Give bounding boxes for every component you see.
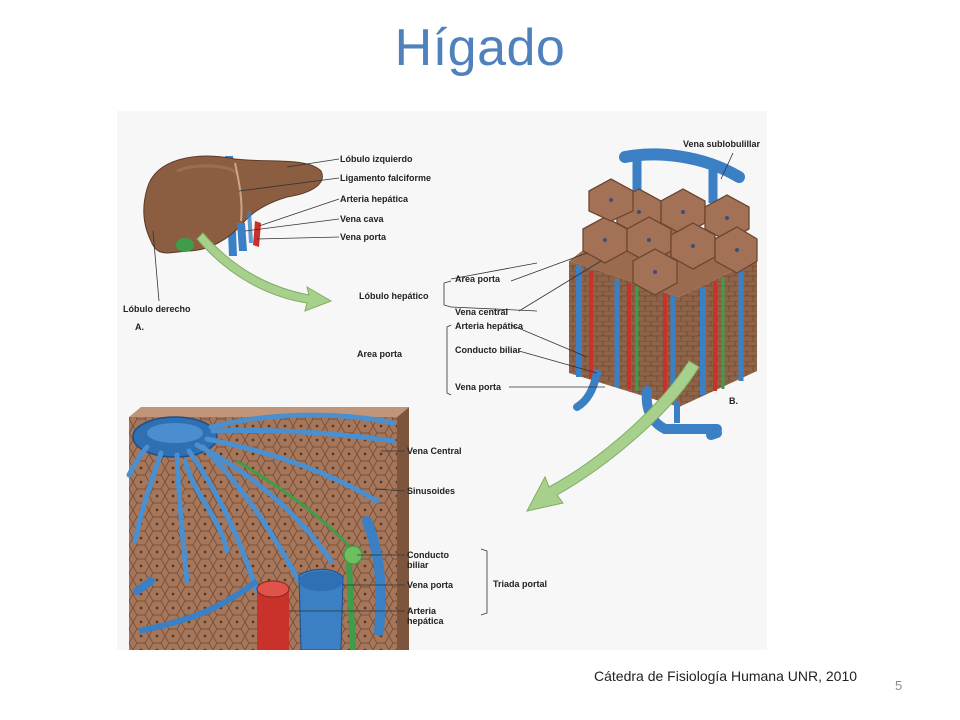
panel-b-letter: B. [729, 396, 738, 406]
label-bile-duct-c-line2: biliar [407, 560, 429, 570]
label-right-lobe: Lóbulo derecho [123, 304, 191, 314]
panel-a-liver [143, 155, 323, 256]
label-central-vein-c: Vena Central [407, 446, 462, 456]
panel-c-section [126, 407, 409, 651]
label-portal-area-top: Area porta [455, 274, 501, 284]
label-sublobular-vein: Vena sublobulillar [683, 139, 761, 149]
label-bile-duct-c-line1: Conducto [407, 550, 449, 560]
panel-c-leaders [289, 450, 488, 616]
label-vena-cava: Vena cava [340, 214, 385, 224]
label-portal-vein-c: Vena porta [407, 580, 454, 590]
label-hepatic-artery-c-line2: hepática [407, 616, 445, 626]
label-portal-vein-b: Vena porta [455, 382, 502, 392]
arrow-a-to-b [196, 232, 333, 312]
label-portal-area: Area porta [357, 349, 403, 359]
label-left-lobe: Lóbulo izquierdo [340, 154, 413, 164]
label-hepatic-artery-a: Arteria hepática [340, 194, 409, 204]
panel-b-leaders [443, 152, 734, 396]
panel-a-letter: A. [135, 322, 144, 332]
panel-a-leaders [152, 158, 340, 302]
page-number: 5 [895, 678, 903, 693]
label-sinusoids: Sinusoides [407, 486, 455, 496]
label-central-vein-b: Vena central [455, 307, 508, 317]
panel-b-lobule-block [569, 148, 758, 440]
label-hepatic-artery-b: Arteria hepática [455, 321, 524, 331]
label-hepatic-lobule: Lóbulo hepático [359, 291, 429, 301]
arrow-b-to-c [526, 360, 700, 512]
label-falciform-ligament: Ligamento falciforme [340, 173, 431, 183]
slide-credit: Cátedra de Fisiología Humana UNR, 2010 [594, 668, 858, 684]
slide-title: Hígado [394, 19, 566, 77]
label-hepatic-artery-c-line1: Arteria [407, 606, 437, 616]
liver-figure: Lóbulo izquierdo Ligamento falciforme Ar… [117, 111, 767, 651]
label-portal-triad: Triada portal [493, 579, 547, 589]
label-portal-vein-a: Vena porta [340, 232, 387, 242]
label-bile-duct-b: Conducto biliar [455, 345, 521, 355]
